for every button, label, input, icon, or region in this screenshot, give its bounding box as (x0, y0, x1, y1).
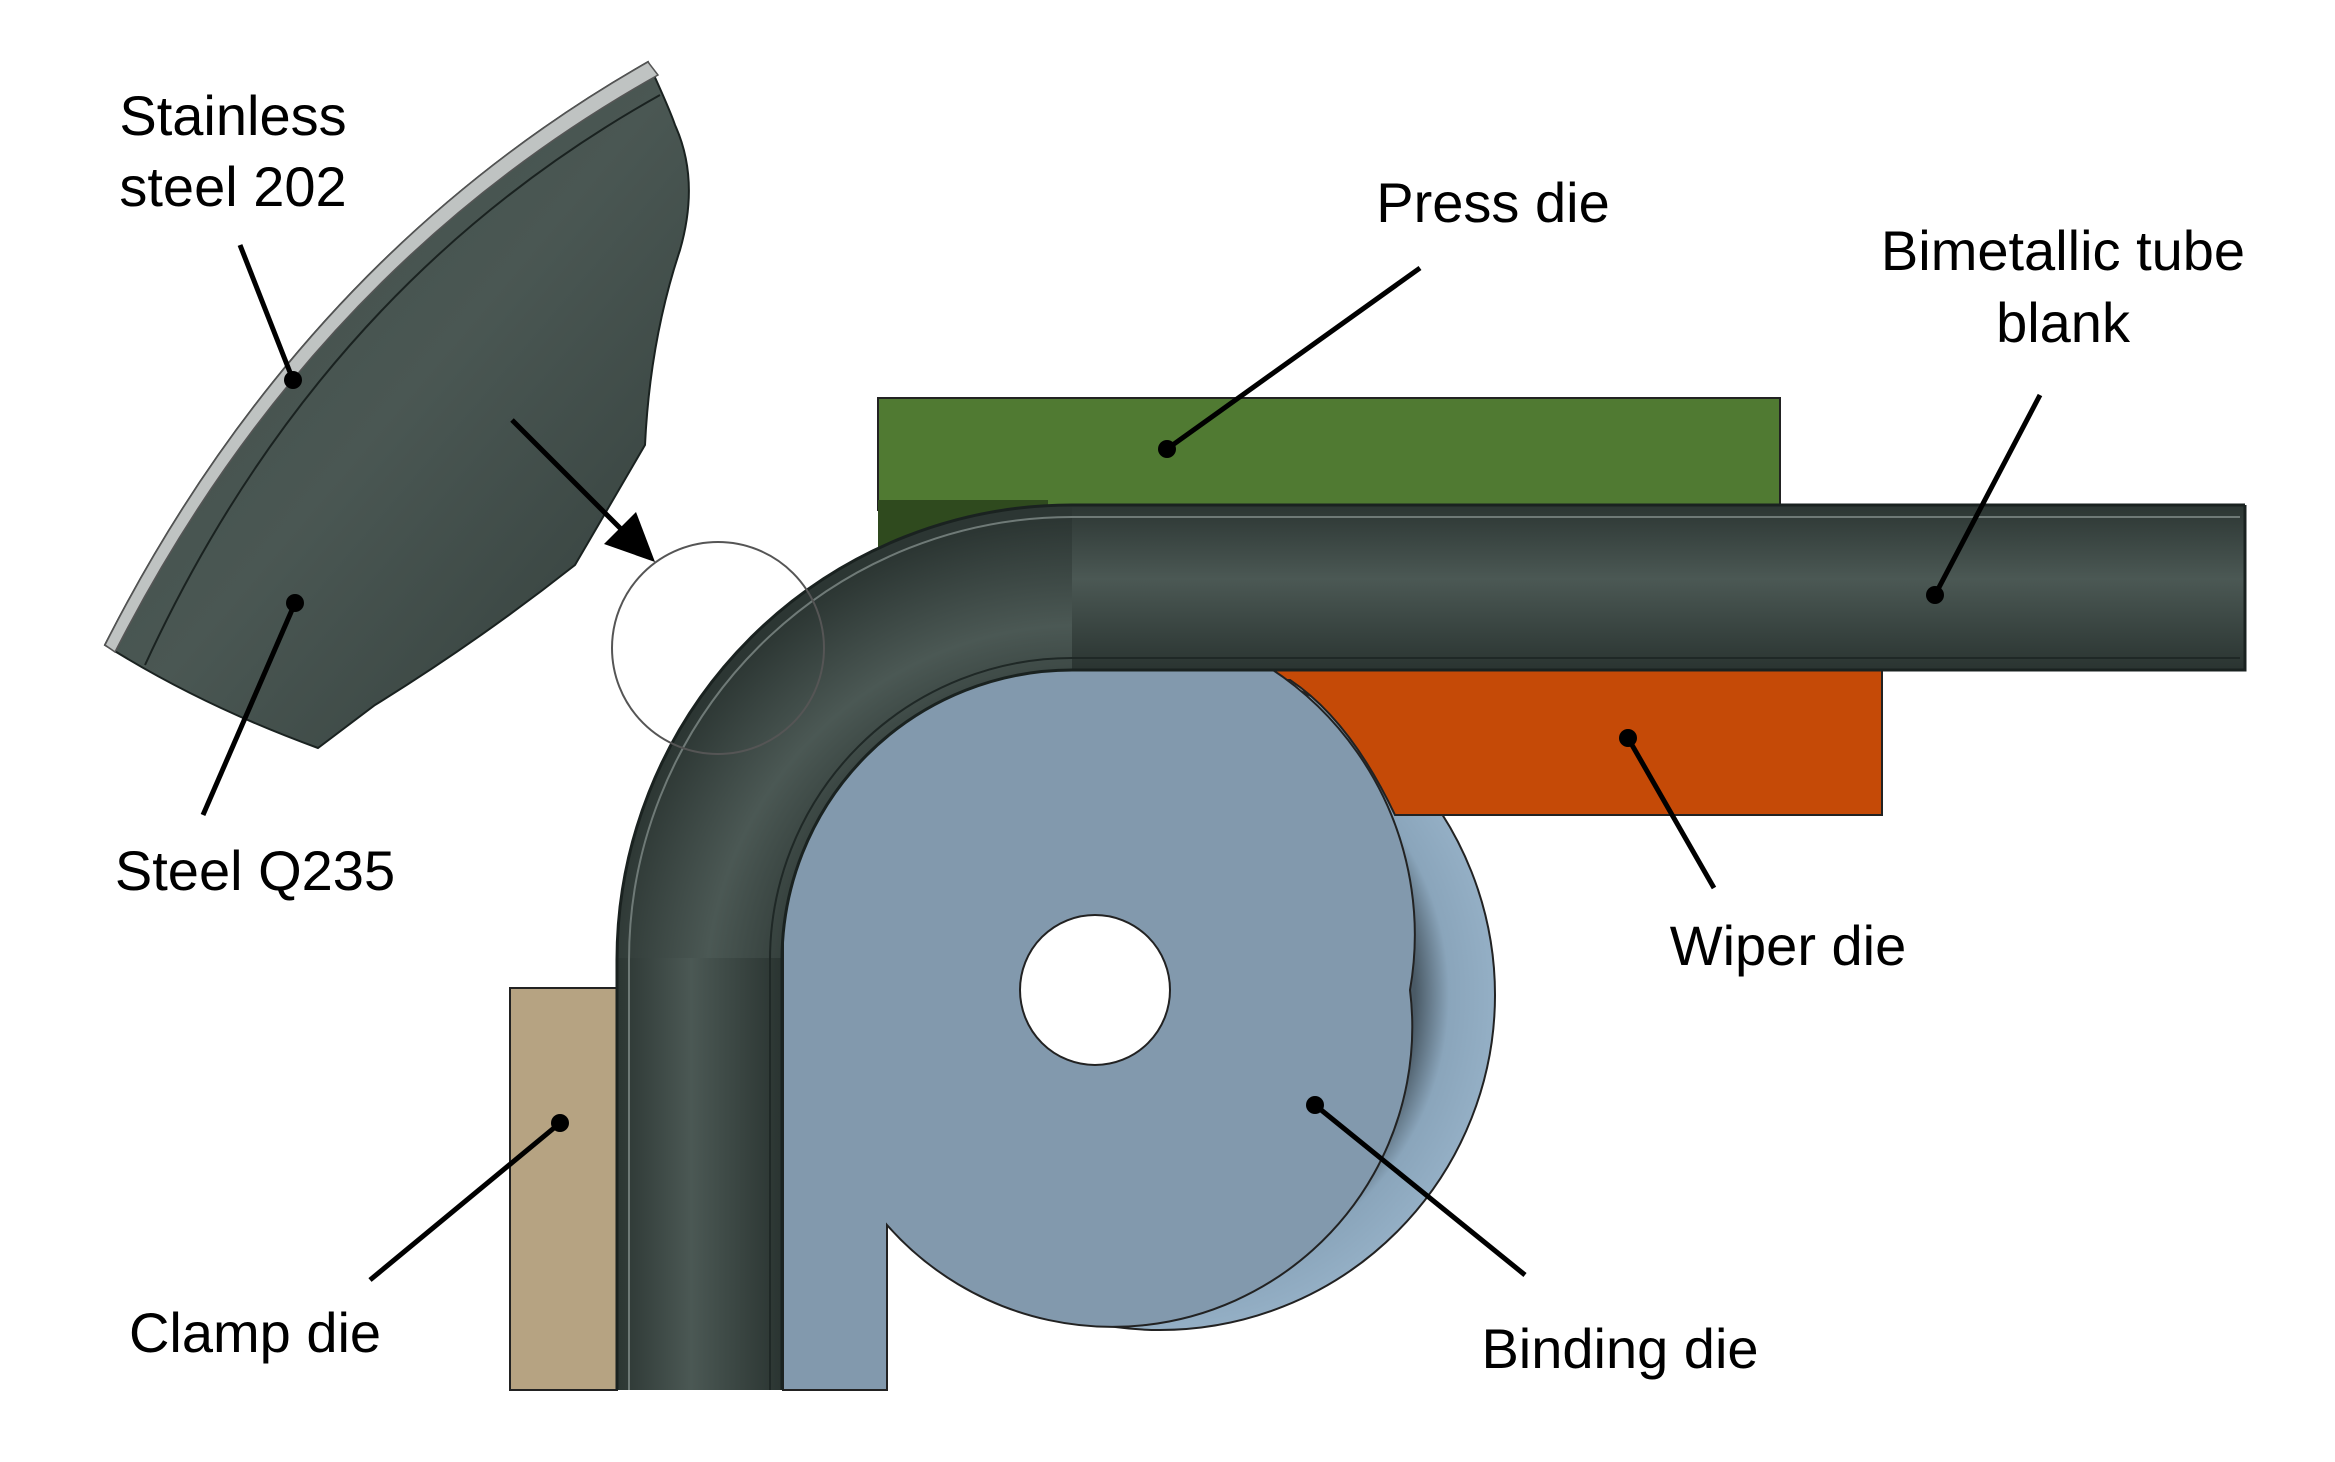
leader-wiper-die (1619, 729, 1717, 890)
label-tube-line1: Bimetallic tube (1881, 219, 2245, 282)
label-stainless-line1: Stainless (119, 84, 346, 147)
leader-clamp-die (368, 1114, 569, 1282)
label-wiper-die: Wiper die (1670, 914, 1907, 977)
section-stainless-layer (104, 61, 660, 654)
binding-die-bore (1019, 914, 1171, 1066)
clamp-die (509, 987, 618, 1391)
tube-straight-horizontal (1070, 505, 2245, 670)
detail-arrow (510, 418, 634, 542)
leader-steel-q235 (200, 594, 304, 816)
detail-arrowhead (604, 512, 655, 562)
tube-outline (615, 503, 2247, 1390)
label-press-die: Press die (1376, 171, 1609, 234)
label-tube-line2: blank (1996, 291, 2131, 354)
tube-inner-line-inner (769, 657, 2240, 1390)
label-binding-die: Binding die (1481, 1317, 1758, 1380)
wiper-die (1206, 654, 1883, 816)
section-interface-line (144, 94, 661, 666)
leader-stainless (237, 244, 302, 389)
tube-inner-line-outer (628, 516, 2240, 1390)
label-clamp-die: Clamp die (129, 1301, 381, 1364)
label-stainless-line2: steel 202 (119, 155, 346, 218)
press-die (877, 397, 1781, 511)
tube-wall-section (103, 60, 690, 750)
label-steel-q235: Steel Q235 (115, 839, 395, 902)
leader-tube (1926, 393, 2043, 604)
leader-press-die (1158, 265, 1422, 458)
detail-magnifier-circle (611, 541, 825, 755)
tube-straight-vertical (617, 958, 782, 1390)
bimetallic-tube (615, 503, 2247, 1390)
tube-bend (617, 505, 1072, 960)
leader-binding-die (1306, 1096, 1527, 1277)
